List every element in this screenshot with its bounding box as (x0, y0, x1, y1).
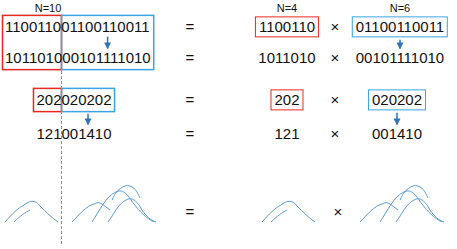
mountain-curve (92, 191, 154, 222)
bit-string: 00101111010 (356, 49, 444, 66)
mountain-curve (262, 201, 315, 222)
mountain-curve (400, 186, 428, 200)
mountain-curve (396, 199, 444, 222)
column-header: N=4 (277, 2, 298, 15)
box-text: 202 (274, 91, 299, 108)
box-text: 01100110011 (356, 18, 444, 35)
large-landscape (360, 186, 444, 222)
digit-string: 202020202 (36, 91, 111, 108)
column-header: N=6 (390, 2, 411, 15)
mountain-curve (5, 201, 58, 222)
bit-string: 1011010 (258, 49, 315, 66)
digit-string: 121001410 (36, 125, 111, 142)
bit-string: 110011001100110011 (5, 18, 150, 35)
mountain-curve (360, 203, 398, 222)
times-sign: × (331, 125, 340, 142)
mountain-curve (72, 203, 110, 222)
mountain-curve (112, 186, 140, 200)
small-landscape (5, 201, 58, 222)
times-sign: × (331, 49, 340, 66)
small-landscape (262, 201, 315, 222)
left-part-box: 1100110 (255, 16, 319, 37)
box-text: 020202 (372, 91, 422, 108)
equals-sign: = (186, 18, 195, 35)
times-sign: × (334, 203, 343, 220)
right-part-box: 01100110011 (352, 16, 448, 37)
equals-sign: = (186, 91, 195, 108)
mountain-curve (380, 191, 442, 222)
digit-string: 121 (274, 125, 299, 142)
equals-sign: = (186, 49, 195, 66)
split-markings (3, 15, 401, 245)
mountain-curve (14, 210, 30, 222)
mapping-arrow (107, 37, 109, 49)
times-sign: × (331, 18, 340, 35)
mountain-curve (108, 199, 156, 222)
mountain-curve (271, 210, 287, 222)
mapping-arrow (87, 114, 89, 125)
digit-string: 001410 (372, 125, 422, 142)
bit-string: 101101000101111010 (5, 49, 151, 66)
right-part-box: 020202 (368, 89, 426, 110)
equals-sign: = (186, 125, 195, 142)
times-sign: × (331, 91, 340, 108)
mapping-arrow (399, 40, 401, 49)
box-text: 1100110 (259, 18, 315, 35)
column-header: N=10 (35, 2, 62, 15)
large-landscape (72, 186, 156, 222)
mapping-arrow (396, 113, 398, 125)
left-part-box: 202 (270, 89, 303, 110)
equals-sign: = (186, 203, 195, 220)
